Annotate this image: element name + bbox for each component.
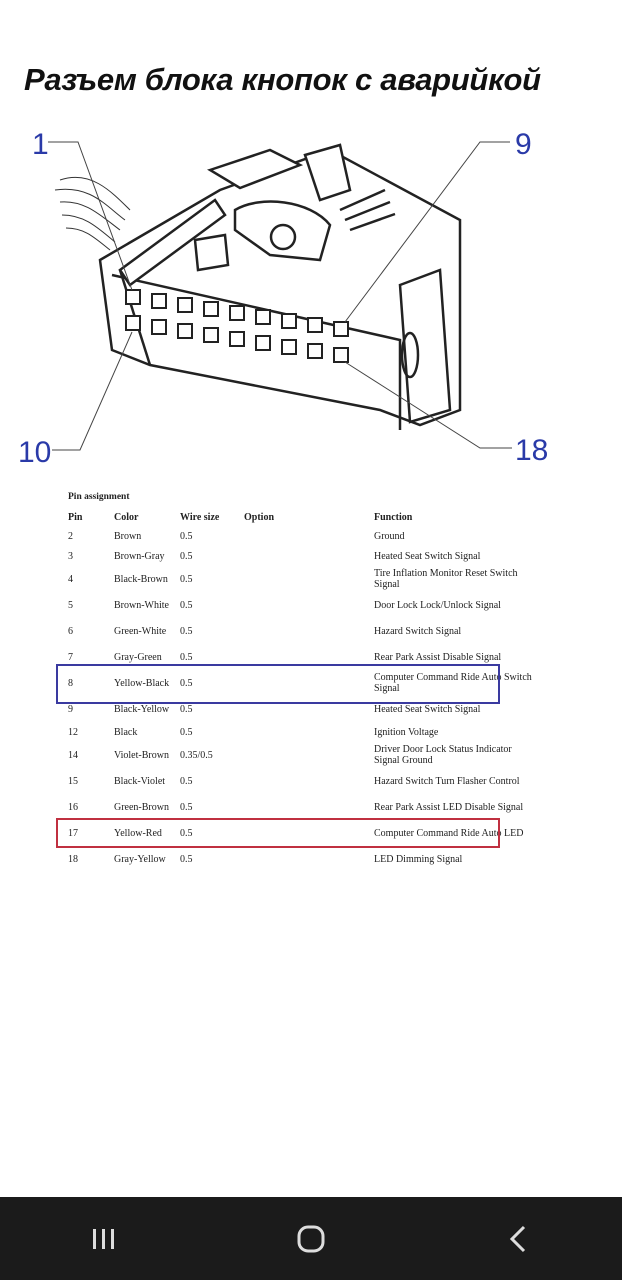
system-nav-bar [0,1197,622,1280]
cell-pin: 3 [68,550,73,562]
cell-pin: 15 [68,775,78,787]
cell-wire: 0.35/0.5 [180,749,213,761]
cell-func: Rear Park Assist LED Disable Signal [374,801,524,813]
cell-func: Heated Seat Switch Signal [374,550,481,562]
cell-color: Green-White [114,625,167,637]
cell-wire: 0.5 [180,677,193,689]
cell-func: Rear Park Assist Disable Signal [374,651,502,663]
callout-10: 10 [18,436,51,469]
cell-color: Black-Brown [114,573,168,585]
back-button[interactable] [478,1209,558,1269]
header-wire-size: Wire size [180,511,220,523]
callout-18: 18 [515,434,548,467]
home-button[interactable] [271,1209,351,1269]
table-row: 6 Green-White 0.5 Hazard Switch Signal [68,618,538,644]
cell-func: Computer Command Ride Auto LED [374,827,524,839]
cell-func: Computer Command Ride Auto Switch Signal [374,672,532,694]
table-row: 5 Brown-White 0.5 Door Lock Lock/Unlock Sig… [68,592,538,618]
recent-apps-icon [92,1228,114,1249]
cell-color: Black [114,726,138,738]
cell-pin: 8 [68,677,73,689]
cell-wire: 0.5 [180,651,193,663]
table-row: 12 Black 0.5 Ignition Voltage [68,722,538,742]
cell-pin: 9 [68,703,73,715]
cell-pin: 6 [68,625,73,637]
table-row: 3 Brown-Gray 0.5 Heated Seat Switch Signal [68,546,538,566]
cell-func: Driver Door Lock Status Indicator Signal… [374,744,512,766]
table-row: 7 Gray-Green 0.5 Rear Park Assist Disable S… [68,644,538,670]
table-row: 17 Yellow-Red 0.5 Computer Command Ride Aut… [56,818,538,848]
cell-func: Heated Seat Switch Signal [374,703,481,715]
cell-func: Tire Inflation Monitor Reset Switch Sign… [374,568,518,590]
connector-body [98,143,462,430]
cell-wire: 0.5 [180,703,193,715]
header-option: Option [244,511,275,523]
table-row: 2 Brown 0.5 Ground [68,526,538,546]
cell-pin: 17 [68,827,78,839]
cell-wire: 0.5 [180,726,193,738]
cell-wire: 0.5 [180,775,193,787]
cell-wire: 0.5 [180,801,193,813]
page-title: Разъем блока кнопок с аварийкой [24,62,541,97]
cell-func: LED Dimming Signal [374,853,463,865]
cell-func: Hazard Switch Turn Flasher Control [374,775,520,787]
cell-pin: 5 [68,599,73,611]
callout-1: 1 [32,128,49,161]
cell-wire: 0.5 [180,827,193,839]
cell-pin: 14 [68,749,78,761]
highlight-box-blue [56,664,500,704]
recent-apps-button[interactable] [64,1209,144,1269]
table-row: 15 Black-Violet 0.5 Hazard Switch Turn Flas… [68,768,538,794]
table-row: 18 Gray-Yellow 0.5 LED Dimming Signal [68,846,538,872]
cell-color: Black-Violet [114,775,166,787]
cell-func: Ignition Voltage [374,726,439,738]
table-row: 8 Yellow-Black 0.5 Computer Command Ride Au… [56,664,538,704]
connector-diagram: 1 9 10 18 [18,128,548,469]
pin-assignment-table: Pin assignment Pin Color Wire size Optio… [56,492,538,872]
table-row: 4 Black-Brown 0.5 Tire Inflation Monitor Re… [68,566,538,592]
cell-pin: 18 [68,853,78,865]
cell-pin: 4 [68,573,73,585]
header-pin: Pin [68,511,83,523]
table-caption: Pin assignment [68,492,130,502]
cell-pin: 12 [68,726,78,738]
cell-color: Brown [114,530,142,542]
cell-wire: 0.5 [180,573,193,585]
table-row: 9 Black-Yellow 0.5 Heated Seat Switch Signa… [68,696,538,722]
back-icon [510,1225,526,1252]
cell-color: Yellow-Red [114,827,162,839]
table-row: 16 Green-Brown 0.5 Rear Park Assist LED Dis… [68,794,538,820]
cell-pin: 7 [68,651,73,663]
cell-color: Violet-Brown [114,749,169,761]
cell-color: Gray-Yellow [114,853,166,865]
header-function: Function [374,511,413,523]
table-header: Pin Color Wire size Option Function [68,508,538,526]
cell-func: Door Lock Lock/Unlock Signal [374,599,501,611]
cell-wire: 0.5 [180,550,193,562]
cell-color: Black-Yellow [114,703,170,715]
cell-wire: 0.5 [180,625,193,637]
cell-wire: 0.5 [180,599,193,611]
cell-wire: 0.5 [180,853,193,865]
cell-func: Hazard Switch Signal [374,625,462,637]
cell-wire: 0.5 [180,530,193,542]
leader-lines [48,141,512,451]
cell-color: Green-Brown [114,801,169,813]
pin-cavities [125,289,349,363]
wires-illustration [54,176,131,251]
cell-func: Ground [374,530,405,542]
cell-color: Yellow-Black [114,677,170,689]
callout-9: 9 [515,128,532,161]
cell-pin: 16 [68,801,78,813]
home-icon [297,1225,325,1252]
highlight-box-red [56,818,500,848]
cell-pin: 2 [68,530,73,542]
table-row: 14 Violet-Brown 0.35/0.5 Driver Door Lock S… [68,742,538,768]
cell-color: Gray-Green [114,651,162,663]
cell-color: Brown-White [114,599,169,611]
header-color: Color [114,511,139,523]
cell-color: Brown-Gray [114,550,165,562]
